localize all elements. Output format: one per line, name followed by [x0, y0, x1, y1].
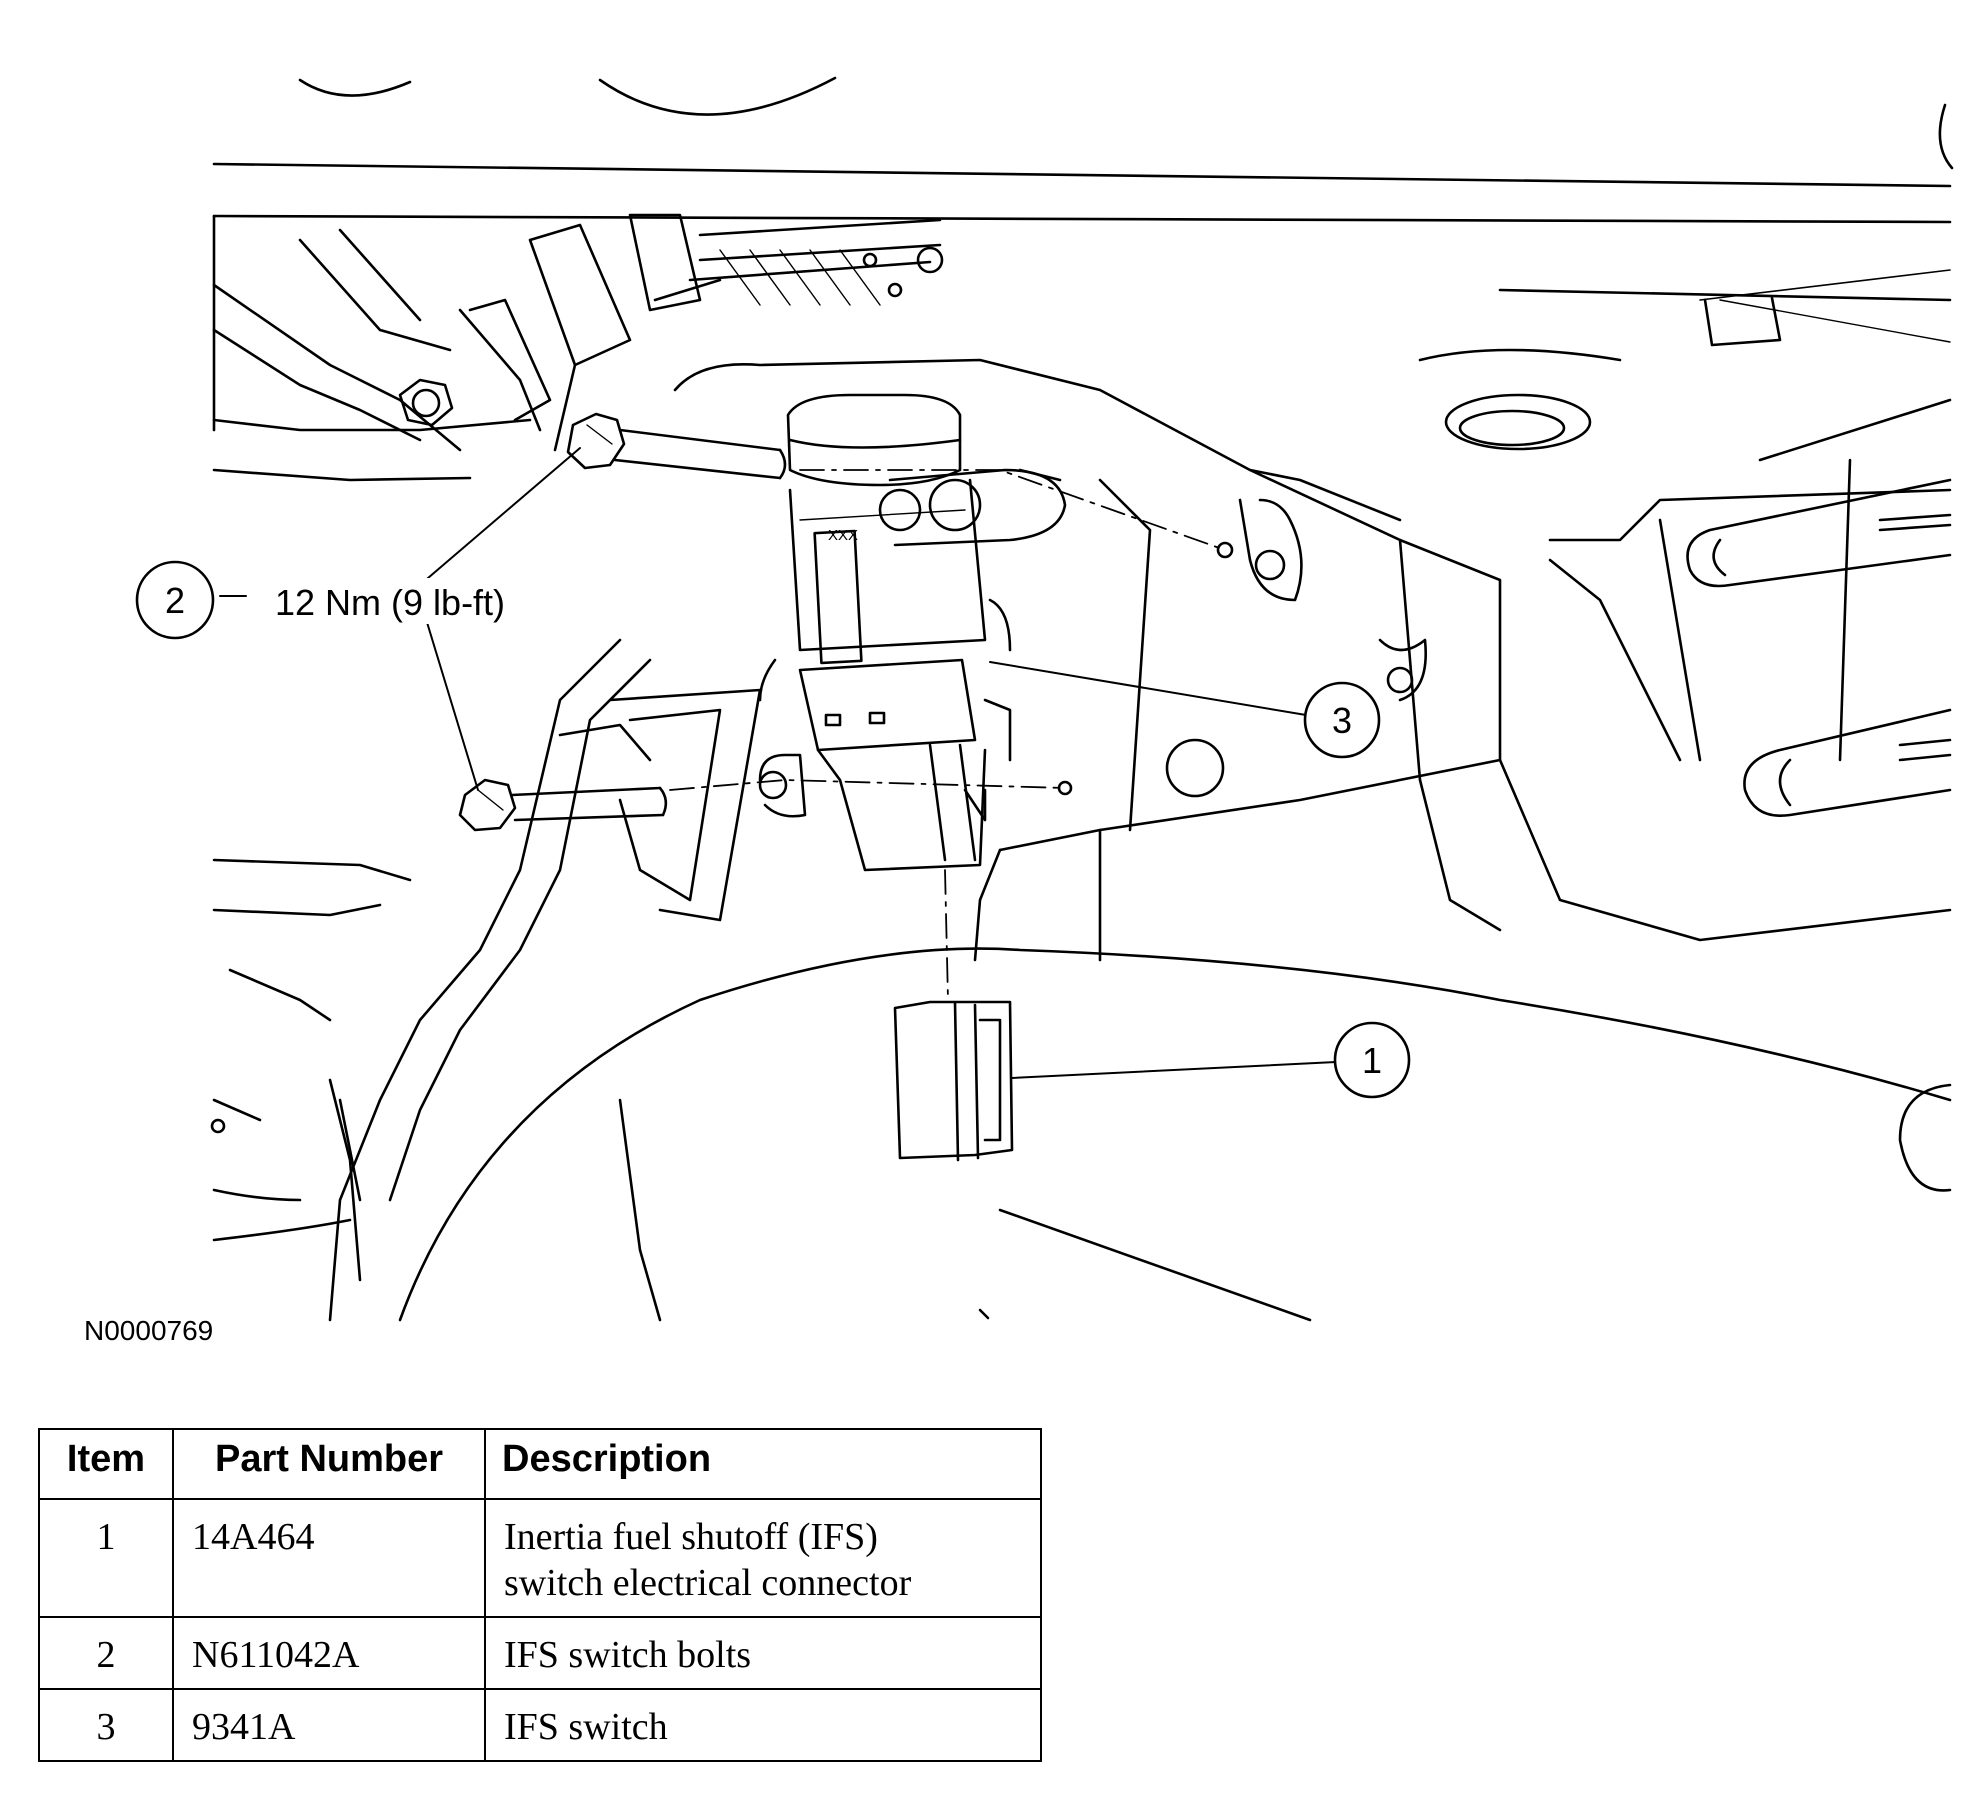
lower-bolt [458, 778, 668, 832]
cell-description: IFS switch [484, 1688, 1042, 1762]
callout-2-label: 2 [165, 580, 185, 621]
callout-2: 2 [135, 560, 215, 640]
cell-part-number: 9341A [172, 1688, 486, 1762]
top-arcs [298, 76, 1954, 170]
callout-1-label: 1 [1362, 1040, 1382, 1081]
table-row: 3 9341A IFS switch [38, 1688, 1042, 1762]
crossmember [212, 162, 1952, 432]
right-sleeves [1686, 478, 1952, 1192]
ifs-switch-illustration: XXX 2 3 1 12 Nm (9 lb-ft) N0000769 [84, 76, 1954, 1346]
switch-upper-ear [878, 468, 1067, 547]
lower-bracket [212, 638, 762, 1322]
oval-hole [1418, 348, 1622, 451]
switch-stamp: XXX [828, 527, 858, 544]
header-part-number: Part Number [172, 1428, 486, 1500]
table-row: 1 14A464 Inertia fuel shutoff (IFS) swit… [38, 1498, 1042, 1618]
upper-left-bracket [212, 213, 944, 482]
cell-item: 1 [38, 1498, 174, 1618]
header-item: Item [38, 1428, 174, 1500]
table-header-row: Item Part Number Description [38, 1428, 1042, 1500]
leader-lines [219, 447, 1337, 1079]
figure-id: N0000769 [84, 1315, 213, 1346]
switch-lower-ear [758, 753, 807, 818]
header-description: Description [484, 1428, 1042, 1500]
description-line: Inertia fuel shutoff (IFS) [504, 1516, 878, 1558]
parts-table: Item Part Number Description 1 14A464 In… [38, 1428, 1042, 1762]
cell-description: Inertia fuel shutoff (IFS) switch electr… [484, 1498, 1042, 1618]
cell-item: 2 [38, 1616, 174, 1690]
cell-description: IFS switch bolts [484, 1616, 1042, 1690]
callout-1: 1 [1333, 1021, 1411, 1099]
callout-3-label: 3 [1332, 700, 1352, 741]
ifs-connector [893, 1000, 1014, 1162]
alignment-lines [669, 469, 1226, 1001]
mounting-plate [673, 358, 1952, 962]
description-line: IFS switch bolts [504, 1634, 752, 1676]
ifs-switch [758, 393, 1012, 872]
bolt-hole-upper [1216, 541, 1234, 559]
cell-item: 3 [38, 1688, 174, 1762]
description-line: IFS switch [504, 1706, 668, 1748]
bolt-hole-lower [1057, 780, 1073, 796]
callout-3: 3 [1303, 681, 1381, 759]
cell-part-number: 14A464 [172, 1498, 486, 1618]
upper-bolt [566, 412, 787, 480]
cell-part-number: N611042A [172, 1616, 486, 1690]
description-line: switch electrical connector [504, 1562, 912, 1604]
lower-arcs [210, 947, 1952, 1322]
torque-spec: 12 Nm (9 lb-ft) [275, 582, 505, 623]
table-row: 2 N611042A IFS switch bolts [38, 1616, 1042, 1690]
